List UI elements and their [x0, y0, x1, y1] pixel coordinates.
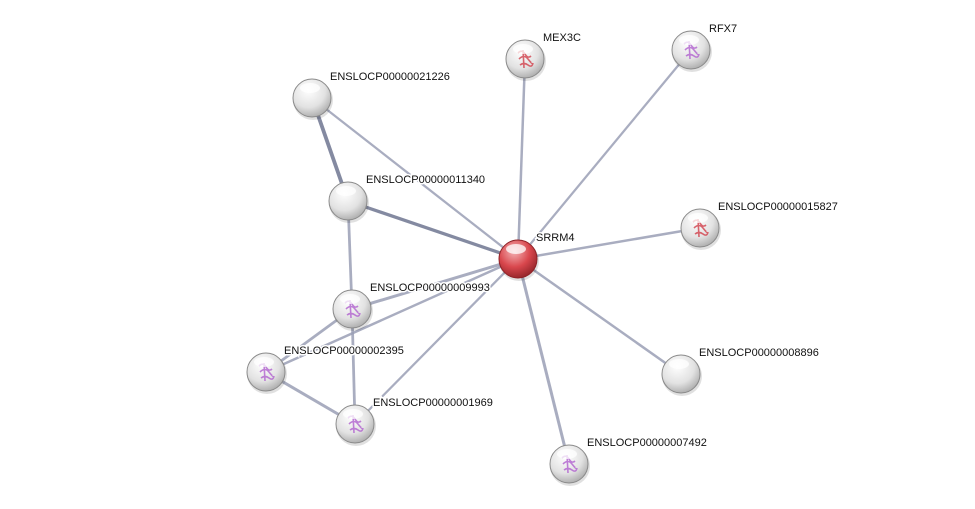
protein-structure-icon — [517, 49, 534, 69]
node-label: ENSLOCP00000008896 — [699, 347, 819, 359]
node-highlight — [679, 35, 699, 45]
edge-SRRM4-MEX3C[interactable] — [516, 58, 527, 260]
protein-structure-icon — [258, 362, 275, 382]
node-label: ENSLOCP00000007492 — [587, 437, 707, 449]
node-label: ENSLOCP00000009993 — [370, 282, 490, 294]
node-highlight — [343, 409, 363, 419]
protein-structure-icon — [692, 218, 709, 238]
node-label: RFX7 — [709, 23, 737, 35]
node-ENSLOCP00000001969[interactable]: ENSLOCP00000001969 — [335, 396, 494, 446]
nodes-layer: SRRM4 MEX3C RFX7ENSLOCP00000021226ENSLOCP0… — [246, 22, 839, 486]
edge-SRRM4-ENSLOCP00000021226[interactable] — [311, 97, 519, 260]
node-highlight — [669, 359, 689, 369]
edge-SRRM4-ENSLOCP00000001969[interactable] — [354, 258, 519, 425]
edge-SRRM4-ENSLOCP00000009993[interactable] — [351, 257, 519, 311]
node-MEX3C[interactable]: MEX3C — [505, 31, 582, 81]
protein-structure-icon — [683, 40, 700, 60]
edge-SRRM4-ENSLOCP00000002395[interactable] — [265, 257, 519, 374]
node-RFX7[interactable]: RFX7 — [671, 22, 739, 72]
node-ENSLOCP00000009993[interactable]: ENSLOCP00000009993 — [332, 281, 491, 331]
node-highlight — [254, 357, 274, 367]
node-label: SRRM4 — [536, 232, 575, 244]
node-highlight — [340, 294, 360, 304]
edge-SRRM4-ENSLOCP00000007492[interactable] — [516, 258, 571, 465]
node-label: ENSLOCP00000001969 — [373, 397, 493, 409]
node-ENSLOCP00000011340[interactable]: ENSLOCP00000011340 — [328, 173, 487, 223]
node-ENSLOCP00000007492[interactable]: ENSLOCP00000007492 — [549, 436, 708, 486]
node-ENSLOCP00000015827[interactable]: ENSLOCP00000015827 — [680, 200, 839, 250]
edge-SRRM4-RFX7[interactable] — [517, 49, 692, 260]
node-highlight — [336, 186, 356, 196]
edge-SRRM4-ENSLOCP00000008896[interactable] — [517, 257, 682, 376]
node-highlight — [506, 244, 526, 254]
protein-structure-icon — [344, 299, 361, 319]
node-label: MEX3C — [543, 32, 581, 44]
node-label: ENSLOCP00000011340 — [366, 174, 485, 186]
node-ENSLOCP00000021226[interactable]: ENSLOCP00000021226 — [292, 70, 451, 120]
protein-structure-icon — [561, 454, 578, 474]
node-label: ENSLOCP00000002395 — [284, 345, 404, 357]
node-label: ENSLOCP00000021226 — [330, 71, 450, 83]
protein-structure-icon — [347, 414, 364, 434]
node-highlight — [557, 449, 577, 459]
node-ENSLOCP00000002395[interactable]: ENSLOCP00000002395 — [246, 344, 405, 394]
node-highlight — [300, 83, 320, 93]
node-ENSLOCP00000008896[interactable]: ENSLOCP00000008896 — [661, 346, 820, 396]
node-label: ENSLOCP00000015827 — [718, 201, 838, 213]
node-highlight — [688, 213, 708, 223]
edge-SRRM4-ENSLOCP00000011340[interactable] — [347, 199, 519, 261]
edge-SRRM4-ENSLOCP00000015827[interactable] — [517, 226, 701, 261]
node-SRRM4[interactable]: SRRM4 — [498, 231, 576, 281]
node-highlight — [513, 44, 533, 54]
